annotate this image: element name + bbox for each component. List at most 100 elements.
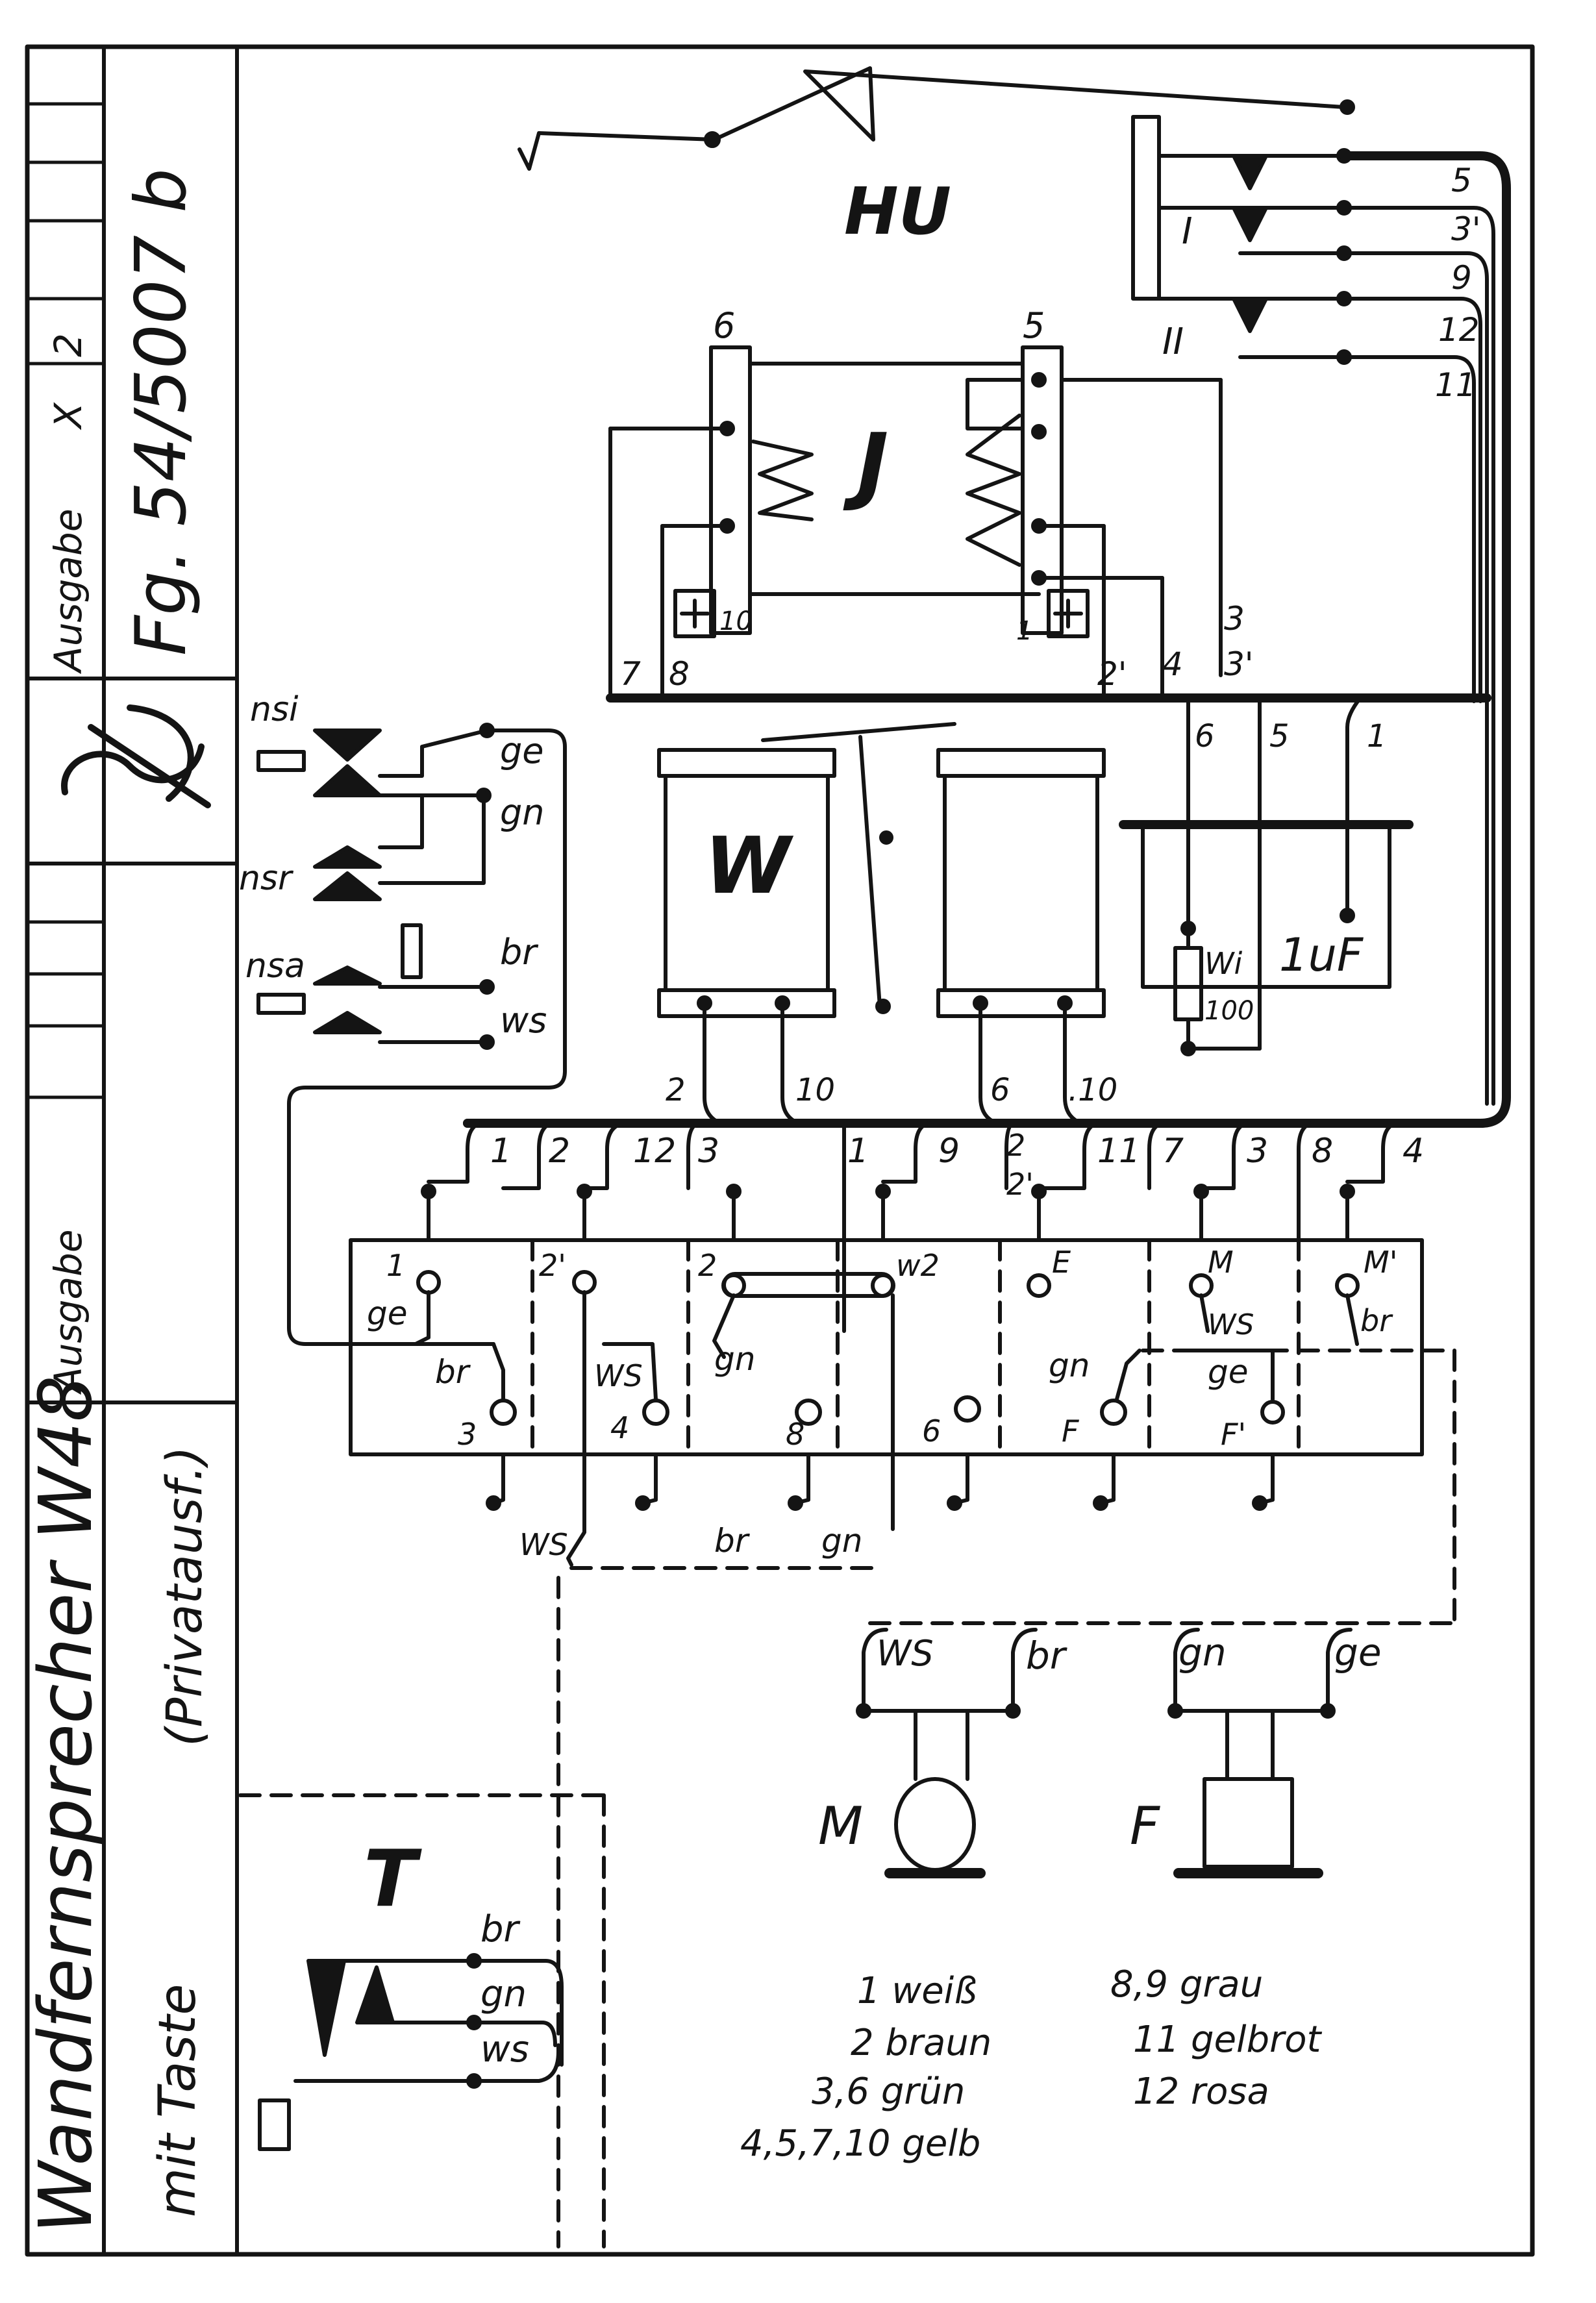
block-wire-br-3: br (714, 1522, 751, 1560)
hook-term-11: 11 (1435, 366, 1477, 404)
inductor-t8: 8 (669, 655, 690, 693)
block-t1: 1 (386, 1248, 405, 1283)
hook-switch (463, 66, 1511, 1128)
microphone-label: M (818, 1796, 863, 1856)
inductor-label: J (843, 415, 888, 514)
inductor-t10: 10 (719, 606, 753, 636)
legend-7: 12 rosa (1133, 2071, 1269, 2113)
transformer-t10: 10 (795, 1072, 835, 1108)
bus-1b: 1 (847, 1132, 869, 1171)
key-t (258, 1953, 564, 2151)
bus-3: 3 (698, 1132, 719, 1171)
cap-t6: 6 (1195, 718, 1215, 754)
block-wire-gn-1: gn (714, 1340, 755, 1378)
resistor-value: 100 (1204, 996, 1254, 1026)
block-wire-ws-1: WS (594, 1358, 643, 1393)
block-wire-ge-2: ge (1208, 1353, 1249, 1391)
block-tw2: w2 (896, 1248, 940, 1283)
bus-2b: 2 (1006, 1128, 1025, 1163)
handset (856, 1628, 1353, 1878)
block-wire-ws-3: WS (519, 1527, 568, 1562)
block-wire-gn-3: gn (821, 1522, 862, 1560)
variant-text: (Privatausf.) (155, 1446, 213, 1747)
block-tF: F (1062, 1413, 1079, 1449)
block-wire-gn-2: gn (1049, 1347, 1090, 1384)
bus-3b: 3 (1247, 1132, 1268, 1171)
block-t3: 3 (458, 1417, 477, 1452)
bell-contacts (256, 723, 567, 1346)
hook-roman-1: I (1182, 210, 1193, 253)
wire-br-bell: br (500, 932, 538, 973)
transformer-label: W (704, 821, 794, 912)
edition-label-2: Ausgabe (46, 1229, 90, 1395)
nsr-label: nsr (239, 859, 294, 898)
title-text: Wandfernsprecher W48 (24, 1376, 108, 2234)
handset-wire-br: br (1026, 1634, 1067, 1678)
cap-t1: 1 (1367, 718, 1387, 754)
resistor-label: Wi (1204, 946, 1242, 981)
nsi-label: nsi (250, 690, 299, 729)
legend-3: 3,6 grün (812, 2071, 965, 2113)
edition-mark: X (46, 402, 90, 430)
hook-term-9: 9 (1451, 259, 1472, 297)
inductor-t4: 4 (1162, 645, 1183, 683)
inductor-t3p: 3' (1224, 645, 1254, 683)
capacitor-value: 1uF (1279, 928, 1364, 982)
receiver-label: F (1130, 1796, 1160, 1856)
handset-wire-ws: WS (877, 1633, 934, 1674)
transformer-t2: 2 (666, 1072, 686, 1108)
hook-term-3p: 3' (1451, 210, 1481, 248)
key-label: T (364, 1834, 422, 1924)
block-t8: 8 (786, 1417, 804, 1452)
hook-term-12: 12 (1438, 311, 1480, 349)
inductor-t3: 3 (1224, 600, 1245, 638)
sidebar-edition-boxes (25, 102, 106, 1099)
bus-11: 11 (1097, 1132, 1140, 1171)
block-wire-ws-2: WS (1208, 1308, 1254, 1341)
legend-1: 1 weiß (857, 1970, 977, 2012)
bus-8: 8 (1312, 1132, 1333, 1171)
inductor-t2p: 2' (1097, 655, 1127, 693)
hook-roman-2: II (1162, 321, 1184, 363)
legend-6: 11 gelbrot (1133, 2019, 1322, 2061)
block-tE: E (1052, 1245, 1071, 1280)
block-t2: 2 (698, 1248, 717, 1283)
block-tMp: M' (1364, 1245, 1397, 1280)
wire-ws-bell: ws (500, 1000, 547, 1041)
bus-2p: 2' (1006, 1167, 1034, 1202)
inductor-t1: 1 (1016, 616, 1032, 646)
hook-switch-label: HU (844, 173, 951, 249)
key-wire-br: br (480, 1908, 521, 1950)
outer-frame (25, 44, 1535, 2257)
wire-ge-bell: ge (500, 730, 544, 771)
bus-12: 12 (633, 1132, 676, 1171)
bus-2: 2 (549, 1132, 570, 1171)
inductor-j (606, 345, 1491, 703)
inductor-t7: 7 (620, 655, 641, 693)
main-bus (421, 1119, 1485, 1333)
transformer-t6: 6 (990, 1072, 1010, 1108)
block-wire-br-1: br (435, 1353, 471, 1391)
block-t6: 6 (922, 1413, 941, 1449)
company-logo (61, 704, 211, 808)
key-wire-ws: ws (480, 2028, 529, 2071)
wire-gn-bell: gn (500, 792, 545, 833)
block-t2p: 2' (539, 1248, 566, 1283)
bus-1: 1 (490, 1132, 512, 1171)
legend-4: 4,5,7,10 gelb (740, 2122, 980, 2165)
key-wire-gn: gn (480, 1973, 527, 2015)
terminal-block (238, 1238, 1456, 2248)
edition-number: 2 (46, 333, 90, 357)
doc-number: Fg. 54/5007 b (121, 168, 202, 656)
inductor-t5: 5 (1023, 305, 1045, 346)
edition-label: Ausgabe (46, 508, 90, 675)
bus-7: 7 (1162, 1132, 1184, 1171)
block-wire-ge: ge (367, 1295, 408, 1332)
bus-9: 9 (938, 1132, 960, 1171)
capacitor-resistor (1119, 696, 1414, 1056)
transformer-w (657, 722, 1106, 1125)
block-tFp: F' (1221, 1417, 1246, 1452)
legend-5: 8,9 grau (1110, 1963, 1263, 2006)
cap-t5: 5 (1269, 718, 1290, 754)
